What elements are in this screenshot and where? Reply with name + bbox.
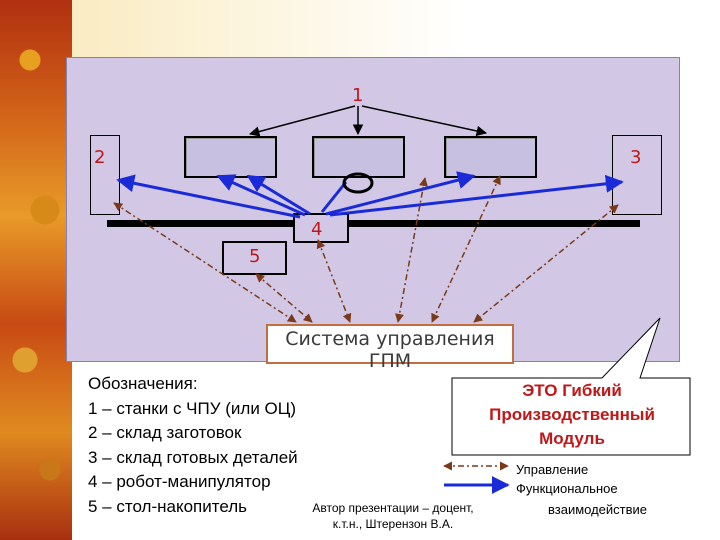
author-credit: Автор презентации – доцент, к.т.н., Штер… (288, 500, 498, 532)
callout-text: ЭТО Гибкий Производственный Модуль (456, 379, 688, 451)
cnc-machine-1 (184, 136, 277, 178)
author-line: Автор презентации – доцент, (312, 501, 474, 515)
control-system-box: Система управления ГПМ (266, 324, 514, 372)
callout-line: Производственный (489, 405, 655, 424)
author-line: к.т.н., Штерензон В.А. (332, 517, 454, 531)
label-4: 4 (311, 219, 323, 240)
command-arrows (248, 105, 488, 137)
legend-item: 3 – склад готовых деталей (88, 447, 298, 467)
decorative-top-band (72, 0, 720, 60)
decorative-left-strip (0, 0, 72, 540)
label-2: 2 (94, 147, 106, 168)
callout-bubble (451, 317, 691, 456)
label-3: 3 (630, 147, 642, 168)
legend-item: 4 – робот-манипулятор (88, 472, 271, 491)
label-1: 1 (352, 85, 364, 106)
key-functional-label-2: взаимодействие (548, 502, 648, 517)
label-5: 5 (249, 246, 261, 267)
legend-item: 5 – стол-накопитель (88, 496, 248, 516)
legend-title: Обозначения: (88, 374, 198, 393)
control-arrows (113, 175, 619, 323)
key-control-label: Управление (516, 462, 589, 477)
gripper-icon (342, 172, 374, 194)
legend-item: 2 – склад заготовок (88, 423, 242, 442)
control-system-label: Система управления ГПМ (285, 328, 495, 372)
cnc-machine-2 (312, 136, 405, 178)
robot-rail (107, 220, 640, 227)
robot-service-arrows (116, 171, 624, 219)
key-functional-label-1: Функциональное (516, 481, 618, 496)
callout-line: Модуль (539, 429, 605, 448)
legend: Обозначения: 1 – станки с ЧПУ (или ОЦ) 2… (88, 372, 298, 519)
callout-line: ЭТО Гибкий (522, 381, 622, 400)
legend-item: 1 – станки с ЧПУ (или ОЦ) (88, 398, 297, 418)
